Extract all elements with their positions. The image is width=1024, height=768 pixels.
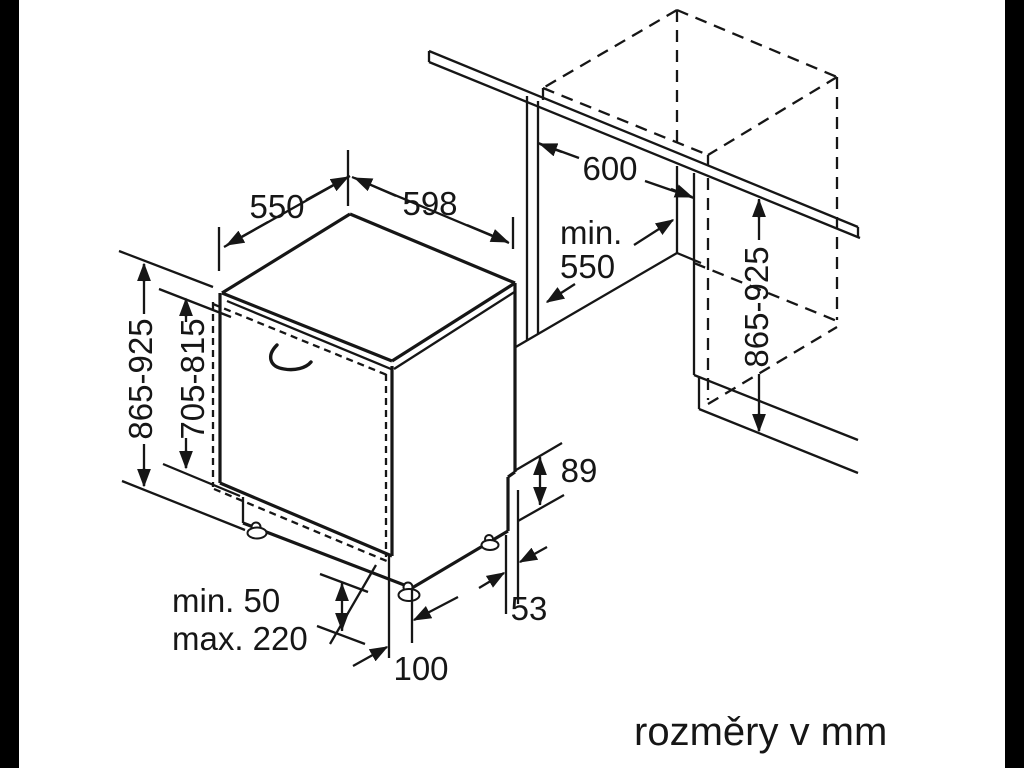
- dim-base-strip-label: 89: [561, 452, 598, 489]
- furniture-panel-dashed: [211, 302, 390, 564]
- min-space-dashed-box: [541, 8, 839, 405]
- dim-niche-height-label: 865-925: [738, 246, 775, 367]
- letterbox-right: [1005, 0, 1024, 768]
- dim-plinth-max-label: max. 220: [172, 620, 308, 657]
- adjustable-foot-right: [480, 534, 500, 551]
- dim-plinth-min-label: min. 50: [172, 582, 280, 619]
- dim-panel-height-label: 705-815: [174, 318, 211, 439]
- countertop: [427, 49, 861, 240]
- dishwasher-body: [218, 212, 517, 590]
- niche-floor: [513, 251, 702, 349]
- dimension-arrowheads: [137, 142, 766, 668]
- dishwasher-inner-edges: [226, 290, 517, 523]
- niche-right-wall-and-cabinet: [675, 166, 859, 475]
- dim-appliance-height-label: 865-925: [122, 318, 159, 439]
- units-caption: rozměry v mm: [634, 710, 887, 754]
- adjustable-foot-left: [246, 521, 268, 540]
- dim-niche-depth-word: min.: [560, 214, 622, 251]
- dim-niche-depth-value: 550: [560, 248, 615, 285]
- adjustable-foot-front: [397, 581, 421, 602]
- letterbox-left: [0, 0, 19, 768]
- dim-top-width-label: 598: [402, 185, 457, 222]
- dim-side-offset-label: 53: [511, 590, 548, 627]
- door-handle: [269, 343, 313, 372]
- dim-base-recess-label: 100: [393, 650, 448, 687]
- dim-niche-width-label: 600: [582, 150, 637, 187]
- dim-top-depth-label: 550: [249, 188, 304, 225]
- niche-left-wall: [525, 96, 540, 341]
